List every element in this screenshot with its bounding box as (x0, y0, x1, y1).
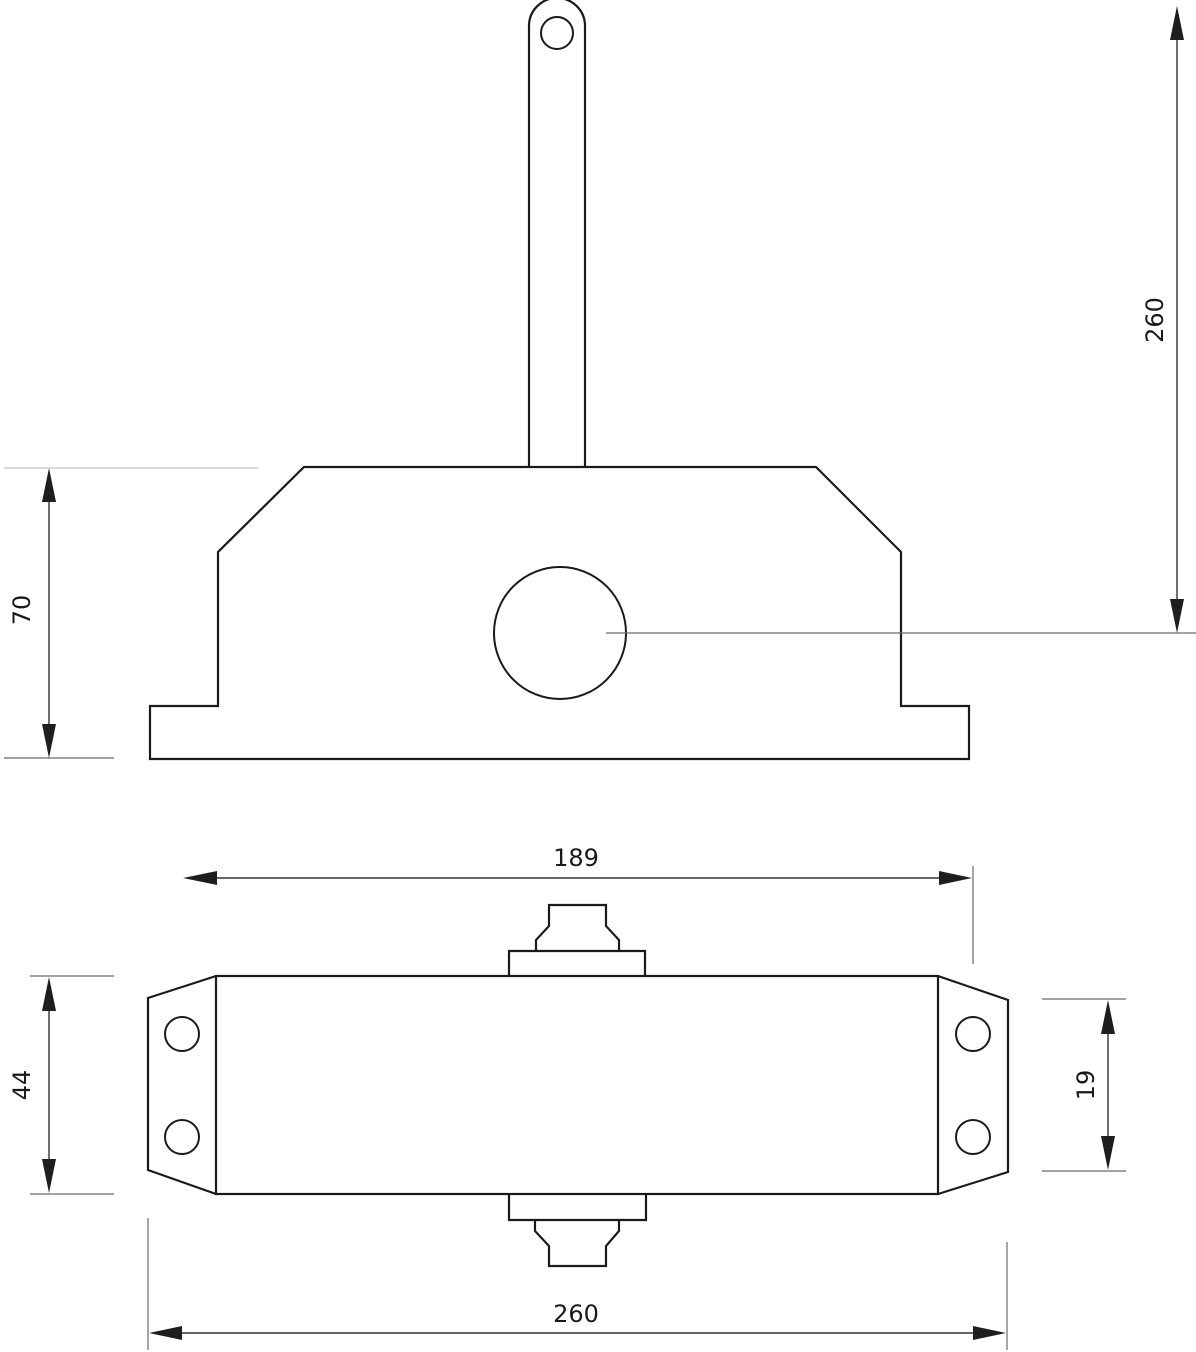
dimension-overall-length: 260 (147, 1218, 1008, 1350)
dimension-label: 44 (8, 1070, 36, 1101)
right-end-cap (937, 974, 1010, 1196)
arrow-up-icon (42, 977, 56, 1011)
top-view (146, 903, 1010, 1268)
arrow-down-icon (1101, 1136, 1115, 1170)
top-spindle (507, 903, 647, 976)
arrow-down-icon (42, 1159, 56, 1193)
dimension-label: 19 (1072, 1070, 1100, 1101)
mount-hole-bottom-left (164, 1119, 200, 1155)
mount-hole-bottom-right (955, 1119, 991, 1155)
dimension-body-width: 44 (8, 975, 114, 1195)
side-view (148, 0, 1196, 761)
arrow-up-icon (1101, 1000, 1115, 1034)
bottom-spindle (507, 1194, 648, 1268)
arm-hole (540, 16, 574, 50)
body-outline (148, 465, 971, 761)
dimension-arm-height: 260 (1141, 6, 1184, 633)
dimension-label: 70 (8, 595, 36, 626)
arrow-right-icon (939, 871, 972, 885)
arrow-right-icon (973, 1326, 1006, 1340)
arrow-up-icon (42, 468, 56, 502)
dimension-body-height: 70 (4, 467, 258, 759)
dimension-label: 260 (553, 1300, 599, 1328)
dimension-hole-spacing: 19 (1042, 998, 1126, 1172)
arrow-left-icon (183, 871, 217, 885)
arrow-down-icon (42, 724, 56, 758)
arrow-up-icon (1170, 6, 1184, 40)
left-end-cap (146, 974, 217, 1196)
arrow-down-icon (1170, 599, 1184, 633)
dimension-arm-span: 189 (183, 844, 974, 964)
dimension-label: 260 (1141, 297, 1169, 343)
dimension-label: 189 (553, 844, 599, 872)
arrow-left-icon (149, 1326, 182, 1340)
body-rect (214, 974, 940, 1196)
mount-hole-top-right (955, 1016, 991, 1052)
mount-hole-top-left (164, 1016, 200, 1052)
arm-outline (527, 0, 587, 467)
